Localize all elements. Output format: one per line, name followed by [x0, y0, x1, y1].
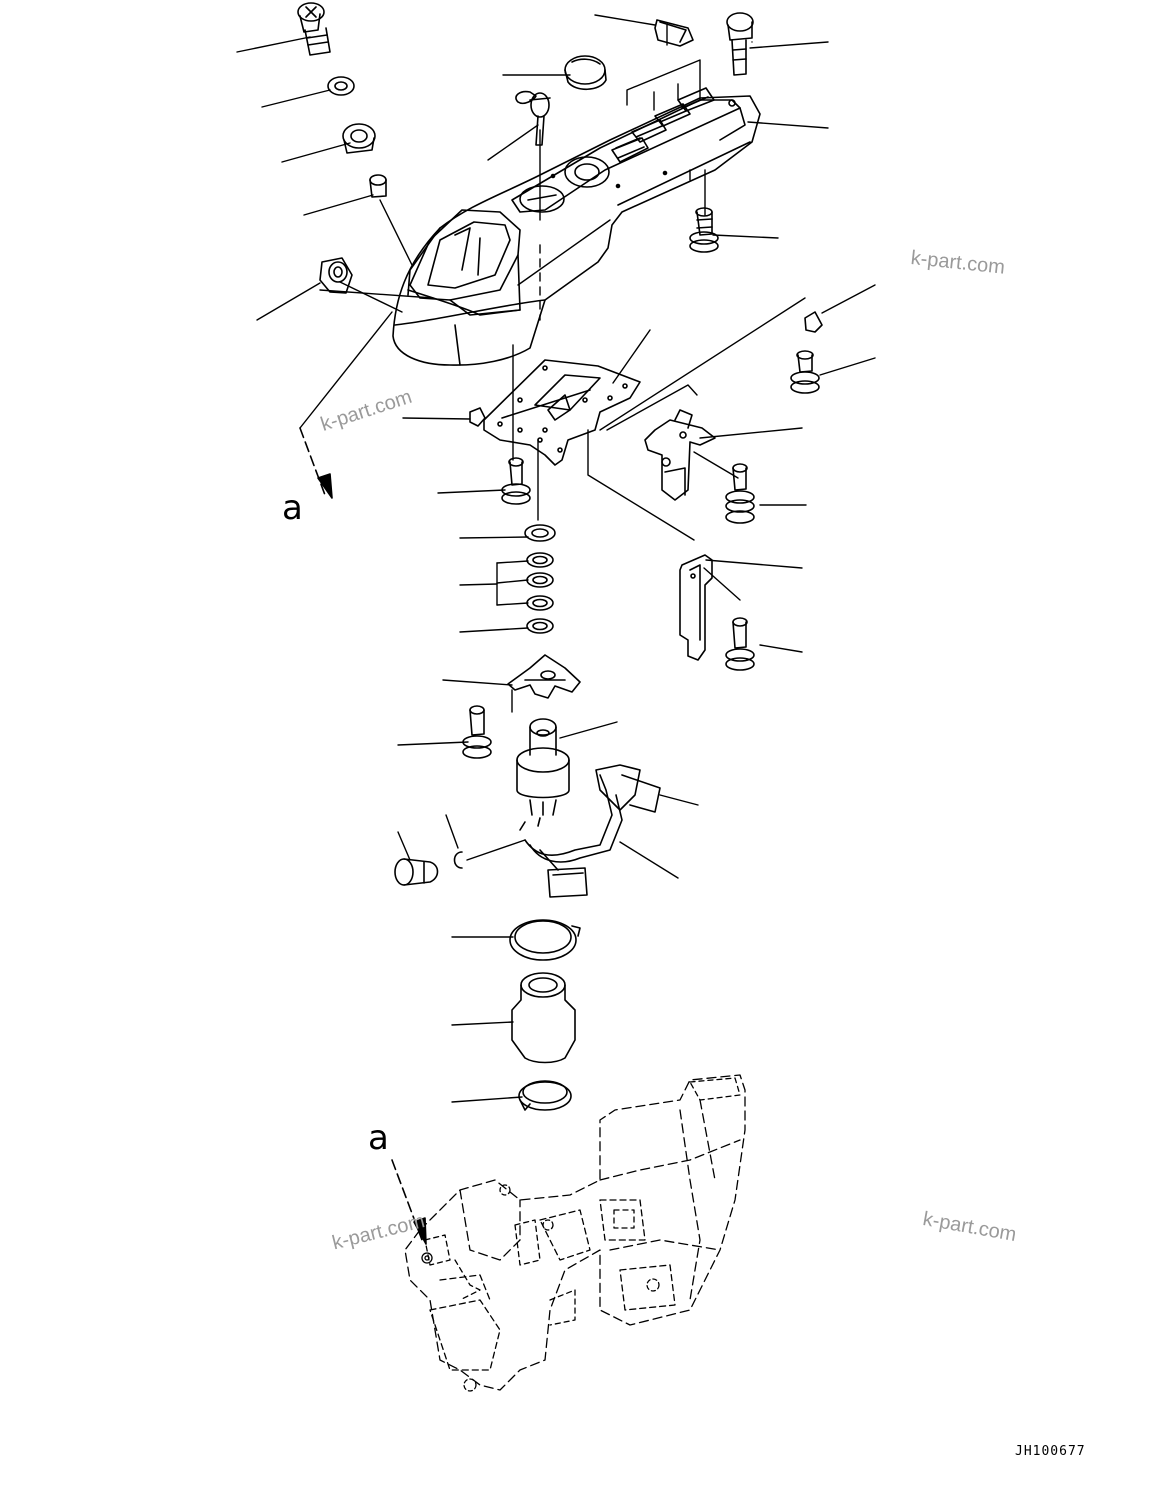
- bolt-right-lower: [725, 463, 755, 524]
- washer: [327, 76, 355, 96]
- washer-stack: [524, 524, 556, 634]
- snap-ring: [453, 851, 463, 869]
- bolt-right-bottom: [725, 617, 755, 671]
- rubber-boot: [511, 972, 576, 1064]
- cushion-block: [319, 257, 353, 294]
- switch-mount-bracket: [507, 654, 581, 699]
- clamp-upper: [509, 919, 581, 961]
- ignition-switch: [516, 718, 570, 816]
- clip-left: [469, 407, 486, 427]
- ignition-key: [515, 90, 551, 146]
- bolt-under-console: [689, 207, 719, 253]
- rotary-knob: [564, 55, 607, 91]
- clamp-lower: [518, 1080, 572, 1111]
- bolt-left-lower: [462, 705, 492, 759]
- top-screw: [297, 2, 331, 56]
- reference-label-a-lower: a: [368, 1118, 389, 1158]
- drawing-code: JH100677: [1015, 1444, 1086, 1459]
- reference-label-a-upper: a: [282, 488, 303, 528]
- switch-bracket: [644, 409, 716, 501]
- wire-harness: [519, 764, 661, 898]
- leader-lines: [236, 14, 876, 1103]
- frame-structure: [404, 1074, 746, 1392]
- switch-cap: [654, 19, 694, 47]
- grommet: [342, 123, 376, 154]
- bolt-right-top: [726, 12, 754, 76]
- long-bracket: [679, 554, 713, 661]
- reference-arrow-upper: [299, 427, 333, 499]
- sleeve: [369, 174, 387, 198]
- bolt-left-mid: [501, 457, 531, 505]
- console-housing: [392, 87, 761, 366]
- reference-arrow-lower: [391, 1159, 427, 1245]
- clevis-pin: [394, 858, 439, 886]
- bolt-right-mid: [790, 350, 820, 394]
- mounting-plate: [483, 359, 641, 466]
- clip-right: [804, 311, 823, 333]
